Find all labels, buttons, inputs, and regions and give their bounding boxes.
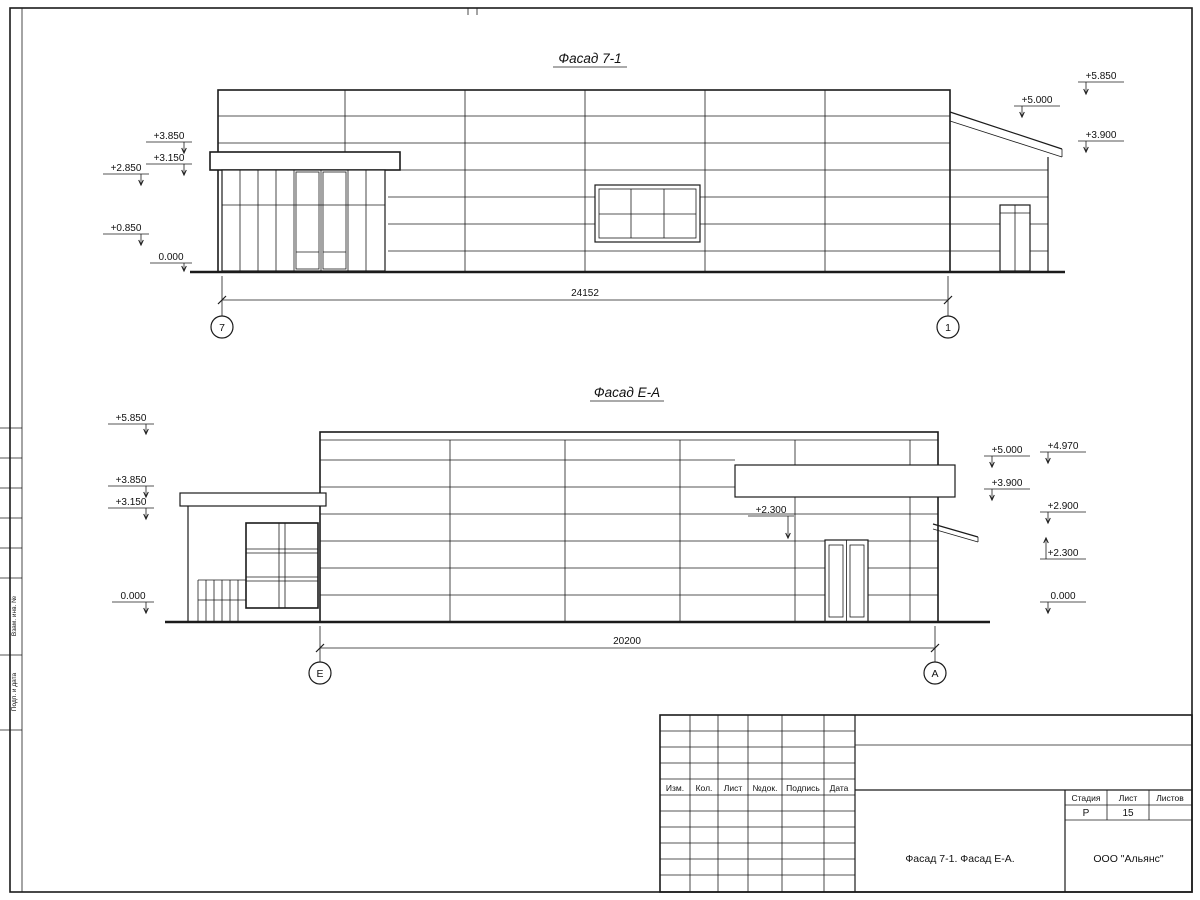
facade-7-1-view: Фасад 7-1 bbox=[103, 51, 1124, 339]
mark-label: +2.300 bbox=[1048, 548, 1079, 559]
col-kol: Кол. bbox=[696, 783, 713, 793]
margin-label-2: Подп. и дата bbox=[11, 672, 18, 711]
dimension-e-a: 20200 bbox=[315, 626, 940, 662]
elevation-mark: +3.900 bbox=[984, 478, 1030, 502]
axis-label: 7 bbox=[219, 322, 225, 334]
mark-label: +5.000 bbox=[992, 445, 1023, 456]
mark-label: 0.000 bbox=[158, 252, 183, 263]
change-table-header: Изм. Кол. Лист №док. Подпись Дата bbox=[666, 783, 849, 793]
sign-band bbox=[734, 464, 956, 498]
facade-e-a-building bbox=[165, 431, 990, 624]
sheet-label: Лист bbox=[1119, 793, 1138, 803]
col-podpis: Подпись bbox=[786, 783, 820, 793]
elevation-mark: +3.150 bbox=[146, 153, 192, 177]
axis-bubble-e: Е bbox=[308, 661, 332, 685]
axis-label: 1 bbox=[945, 322, 951, 334]
dimension-value: 20200 bbox=[613, 636, 641, 647]
elevation-mark: +2.300 bbox=[1040, 536, 1086, 560]
col-list: Лист bbox=[724, 783, 743, 793]
dimension-7-1: 24152 bbox=[217, 276, 953, 316]
elevation-mark: +2.850 bbox=[103, 163, 149, 187]
axis-bubble-7: 7 bbox=[210, 315, 234, 339]
sheets-label: Листов bbox=[1156, 793, 1184, 803]
annex-door bbox=[999, 204, 1031, 272]
dimension-value: 24152 bbox=[571, 288, 599, 299]
elevation-mark: 0.000 bbox=[150, 252, 192, 273]
entrance-glazing bbox=[221, 169, 386, 272]
window-7-1 bbox=[594, 184, 701, 243]
stage-sheet-cells: Стадия Лист Листов Р 15 bbox=[1072, 793, 1185, 819]
facade-7-1-title: Фасад 7-1 bbox=[558, 51, 621, 66]
mark-label: +2.300 bbox=[756, 505, 787, 516]
axis-bubble-1: 1 bbox=[936, 315, 960, 339]
axis-label: Е bbox=[316, 668, 323, 680]
elevation-mark: +3.150 bbox=[108, 497, 154, 521]
col-ndok: №док. bbox=[753, 783, 778, 793]
facade-e-a-view: Фасад Е-А bbox=[108, 385, 1086, 685]
mark-label: +5.850 bbox=[1086, 71, 1117, 82]
facade-e-a-title: Фасад Е-А bbox=[594, 385, 660, 400]
mark-label: +4.970 bbox=[1048, 441, 1079, 452]
elevation-mark: +5.850 bbox=[1078, 71, 1124, 96]
facade-e-a-door bbox=[824, 539, 869, 623]
axis-bubble-a: А bbox=[923, 661, 947, 685]
elevation-mark: +5.000 bbox=[984, 445, 1030, 469]
doc-title: Фасад 7-1. Фасад Е-А. bbox=[905, 853, 1014, 865]
mark-label: 0.000 bbox=[1050, 591, 1075, 602]
entrance-doors bbox=[295, 170, 347, 271]
mark-label: +0.850 bbox=[111, 223, 142, 234]
side-canopy bbox=[932, 523, 979, 543]
elevation-mark: +0.850 bbox=[103, 223, 149, 247]
mark-label: +3.900 bbox=[992, 478, 1023, 489]
elevation-mark: 0.000 bbox=[1040, 591, 1086, 615]
stage-value: Р bbox=[1083, 808, 1090, 819]
elevation-mark: +5.850 bbox=[108, 413, 154, 436]
sheet-number: 15 bbox=[1122, 808, 1134, 819]
mark-label: +2.850 bbox=[111, 163, 142, 174]
facade-7-1-building bbox=[190, 89, 1065, 274]
mark-label: +5.850 bbox=[116, 413, 147, 424]
axis-label: А bbox=[931, 668, 938, 680]
mark-label: +3.900 bbox=[1086, 130, 1117, 141]
elevation-mark: +5.000 bbox=[1014, 95, 1060, 119]
stage-label: Стадия bbox=[1072, 793, 1101, 803]
mark-label: +5.000 bbox=[1022, 95, 1053, 106]
mark-label: +3.150 bbox=[116, 497, 147, 508]
elevation-mark: +2.900 bbox=[1040, 501, 1086, 525]
title-block: Изм. Кол. Лист №док. Подпись Дата Стадия… bbox=[659, 714, 1193, 893]
company-name: ООО "Альянс" bbox=[1093, 853, 1163, 865]
elevation-mark: +4.970 bbox=[1040, 441, 1086, 465]
entrance-canopy bbox=[209, 151, 401, 171]
col-data: Дата bbox=[830, 783, 849, 793]
annex-grille bbox=[197, 579, 246, 622]
margin-strip: Взам. инв. № Подп. и дата bbox=[0, 427, 22, 731]
elevation-mark: +3.850 bbox=[146, 131, 192, 155]
mark-label: +2.900 bbox=[1048, 501, 1079, 512]
sheet-frame: Взам. инв. № Подп. и дата bbox=[0, 7, 1193, 893]
elevation-mark: +2.300 bbox=[748, 505, 794, 540]
elevation-mark: +3.850 bbox=[108, 475, 154, 499]
mark-label: +3.150 bbox=[154, 153, 185, 164]
elevation-mark: +3.900 bbox=[1078, 130, 1124, 154]
margin-label-1: Взам. инв. № bbox=[11, 596, 18, 636]
annex-window bbox=[245, 522, 319, 609]
col-izm: Изм. bbox=[666, 783, 684, 793]
left-annex bbox=[179, 492, 327, 622]
mark-label: +3.850 bbox=[116, 475, 147, 486]
mark-label: +3.850 bbox=[154, 131, 185, 142]
mark-label: 0.000 bbox=[120, 591, 145, 602]
right-annex bbox=[949, 111, 1063, 272]
elevation-mark: 0.000 bbox=[112, 591, 154, 615]
